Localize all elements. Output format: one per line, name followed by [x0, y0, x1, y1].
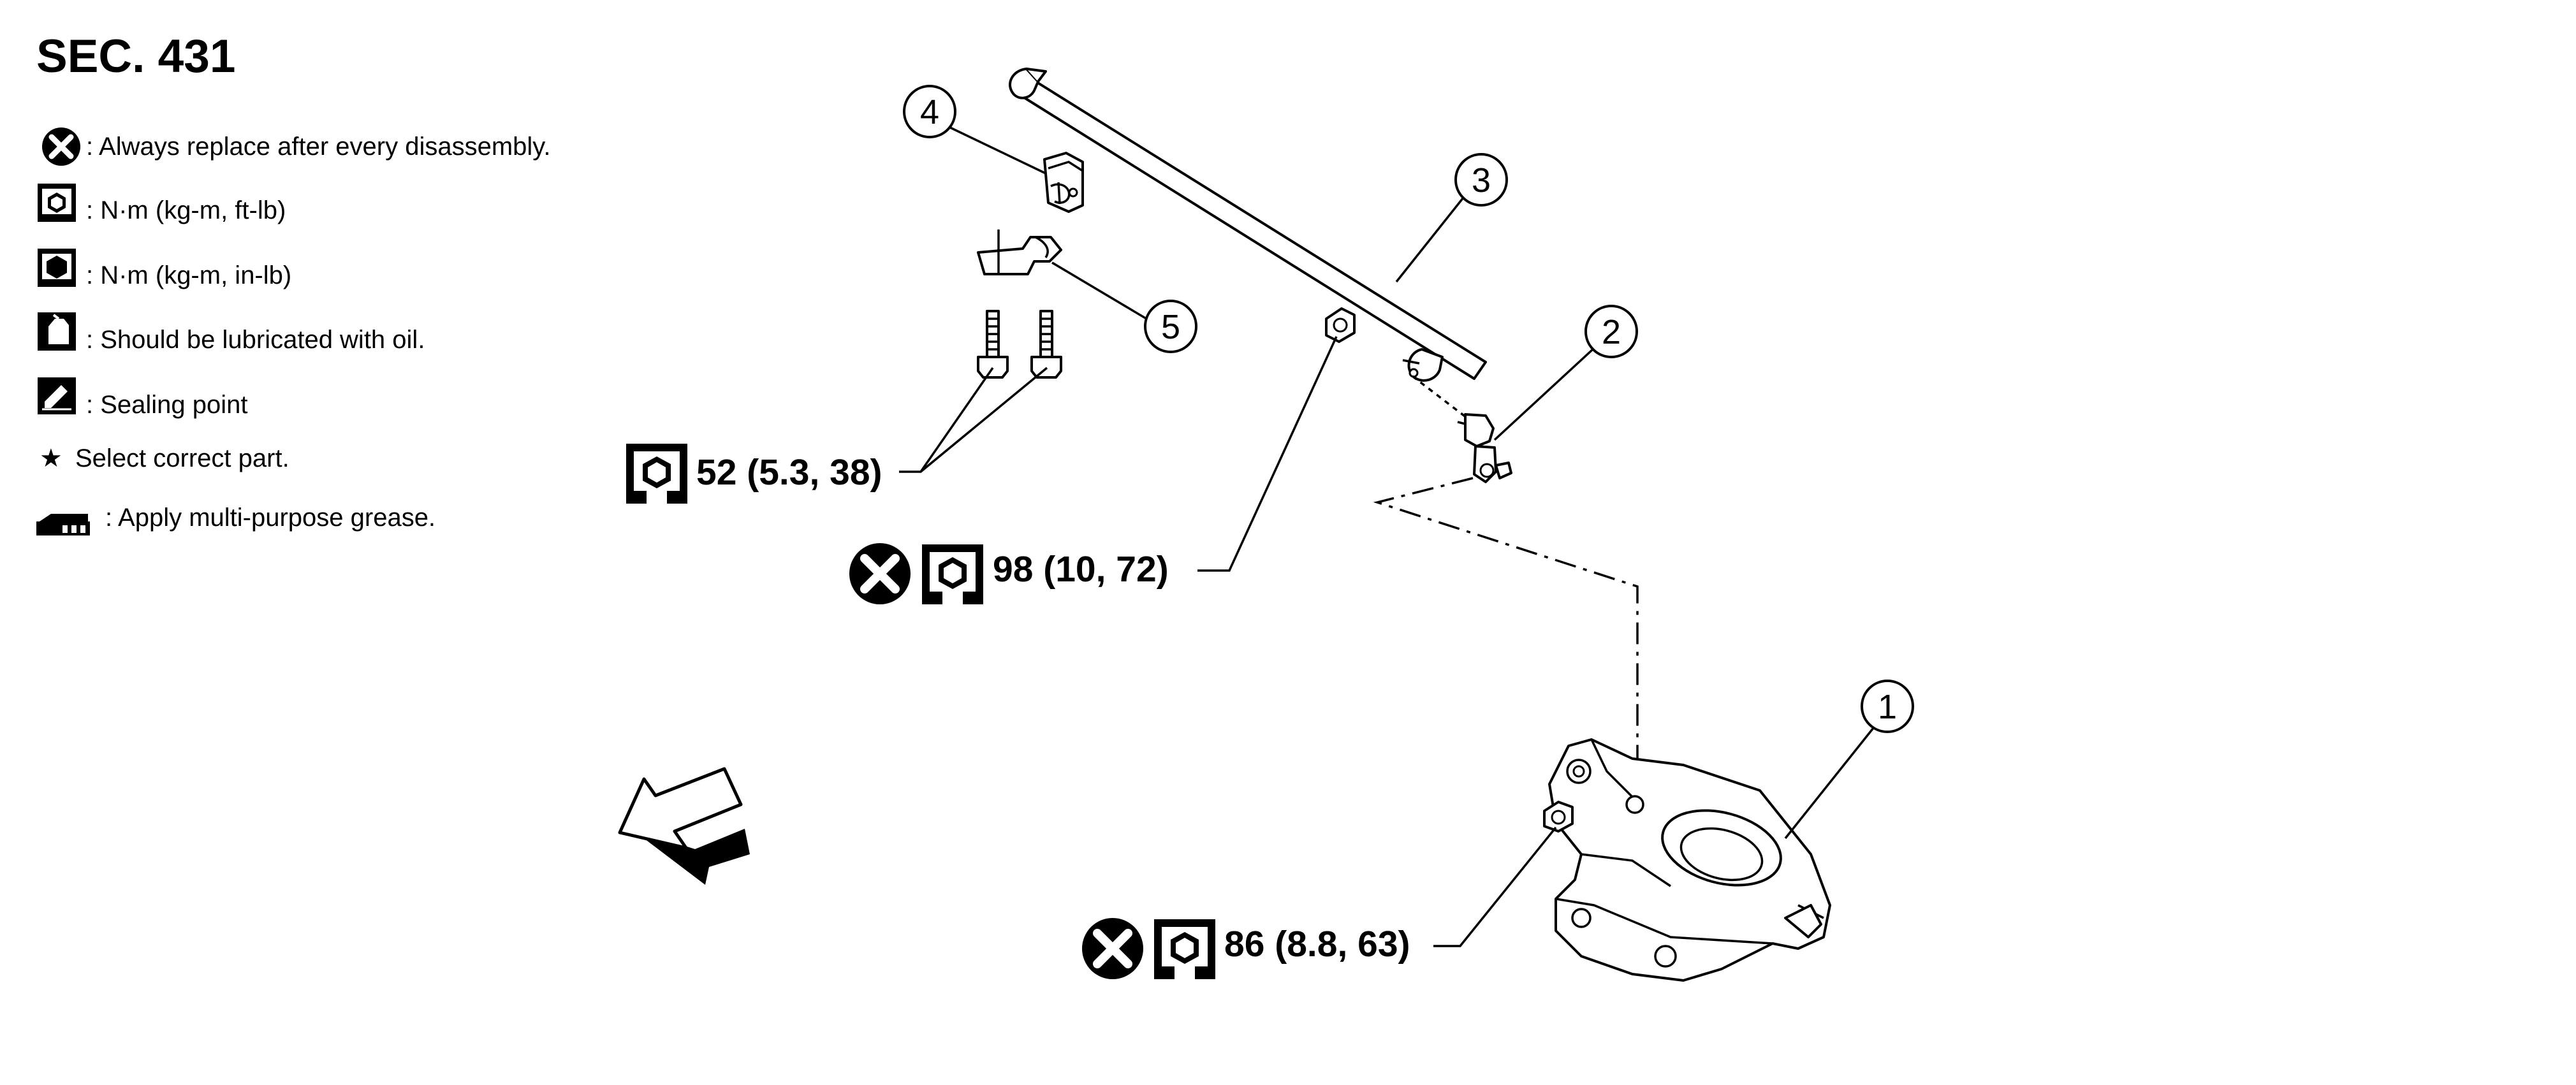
torque-spec-52: 52 (5.3, 38): [626, 444, 882, 504]
leader-torque-52: [899, 367, 1048, 473]
star-icon: ★: [40, 444, 62, 472]
section-title: SEC. 431: [36, 31, 235, 82]
sealing-point-icon: [38, 377, 76, 414]
grease-icon: [36, 514, 90, 535]
lower-link-nut: [1543, 801, 1574, 833]
callout-5: 5: [1144, 300, 1197, 353]
oil-can-icon: [38, 312, 76, 351]
leader-4: [949, 126, 1046, 175]
legend-text-torque-in-lb: : N·m (kg-m, in-lb): [86, 261, 291, 289]
connection-line: [1373, 477, 1639, 790]
legend: : Always replace after every disassembly…: [36, 127, 550, 535]
clamp-bracket: [977, 229, 1062, 275]
callout-3: 3: [1454, 153, 1508, 207]
svg-text:2: 2: [1602, 313, 1621, 351]
legend-text-grease: : Apply multi-purpose grease.: [105, 504, 435, 532]
front-direction-arrow: [618, 767, 750, 885]
torque-wrench-icon: [1154, 919, 1215, 979]
leader-torque-86: [1433, 826, 1557, 947]
torque-ft-lb-icon: [38, 184, 76, 222]
callout-4: 4: [903, 85, 956, 138]
torque-value-86: 86 (8.8, 63): [1224, 924, 1410, 965]
svg-text:1: 1: [1878, 688, 1897, 726]
always-replace-icon: [849, 543, 911, 604]
torque-spec-86: 86 (8.8, 63): [1082, 918, 1410, 979]
torque-value-98: 98 (10, 72): [993, 549, 1169, 590]
torque-wrench-icon: [626, 444, 687, 504]
legend-text-oil: : Should be lubricated with oil.: [86, 326, 425, 354]
legend-text-torque-ft-lb: : N·m (kg-m, ft-lb): [86, 196, 286, 224]
svg-text:3: 3: [1472, 161, 1491, 200]
svg-text:5: 5: [1161, 308, 1180, 346]
leader-torque-98: [1197, 336, 1338, 572]
bushing: [1043, 152, 1084, 213]
connecting-rod: [1457, 413, 1512, 483]
leader-2: [1493, 348, 1594, 441]
always-replace-icon: [1082, 918, 1143, 979]
leader-1: [1784, 727, 1875, 840]
always-replace-icon: [42, 127, 80, 166]
callout-2: 2: [1584, 305, 1638, 358]
stabilizer-nut: [1325, 307, 1356, 343]
lower-link: [1548, 738, 1831, 982]
stabilizer-bar: [1009, 68, 1487, 419]
callout-1: 1: [1861, 680, 1914, 733]
torque-in-lb-icon: [38, 249, 76, 287]
svg-text:4: 4: [920, 93, 939, 131]
torque-value-52: 52 (5.3, 38): [696, 452, 882, 493]
legend-text-select-part: Select correct part.: [75, 444, 289, 472]
leader-5: [1051, 261, 1147, 320]
torque-wrench-icon: [922, 544, 983, 604]
legend-text-always-replace: : Always replace after every disassembly…: [86, 133, 550, 161]
bolt-left: [977, 310, 1009, 379]
torque-spec-98: 98 (10, 72): [849, 543, 1169, 604]
leader-3: [1395, 196, 1465, 283]
legend-text-sealing: : Sealing point: [86, 391, 248, 419]
